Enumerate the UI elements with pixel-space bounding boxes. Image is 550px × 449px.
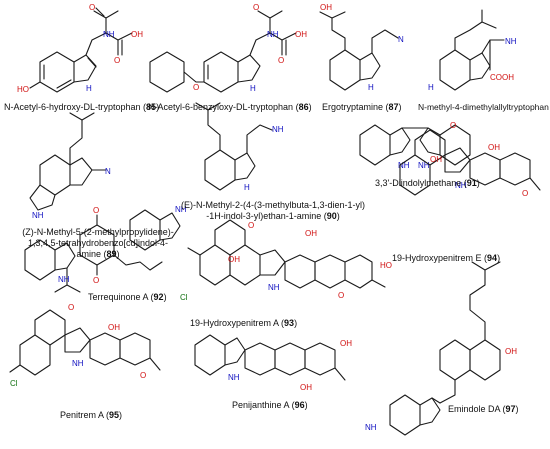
atom-o-85b: O — [114, 56, 120, 65]
structure-89: NH N — [29, 112, 111, 220]
atom-cl-93: Cl — [180, 293, 188, 302]
label-90: (E)-N-Methyl-2-(4-(3-methylbuta-1,3-dien… — [180, 200, 366, 221]
atom-oh-97: OH — [505, 347, 517, 356]
label-95: Penitrem A (95) — [60, 410, 123, 420]
atom-oh-86: OH — [295, 30, 307, 39]
atom-h-88: H — [428, 83, 434, 92]
atom-oh-96a: OH — [300, 383, 312, 392]
atom-nh-90: NH — [272, 125, 284, 134]
atom-nh-93: NH — [268, 283, 280, 292]
structure-93: Cl O OH OH O HO NH — [180, 219, 392, 302]
structure-85: O NH O OH HO H — [17, 3, 143, 94]
label-89: (Z)-N-Methyl-5-(2-methylpropylidene)- 1,… — [22, 227, 174, 259]
atom-nh-96: NH — [228, 373, 240, 382]
atom-o-86a: O — [253, 3, 259, 12]
atom-h-85: H — [86, 84, 92, 93]
atom-nh-86: NH — [267, 30, 279, 39]
structure-86: O NH O OH O H — [149, 3, 307, 93]
atom-o-86c: O — [193, 83, 199, 92]
atom-o-85a: O — [89, 3, 95, 12]
structure-96: NH OH OH — [194, 334, 352, 392]
structure-94: O OH OH O NH — [399, 121, 541, 198]
label-87: Ergotryptamine (87) — [322, 102, 402, 112]
atom-n-89: N — [105, 167, 111, 176]
label-86: N-Acetyl-6-benzyloxy-DL-tryptophan (86) — [148, 102, 312, 112]
label-91: 3,3'-Diindolylmethane (91) — [375, 178, 480, 188]
atom-oh-94a: OH — [430, 155, 442, 164]
label-88: N-methyl-4-dimethylallyltryptophan (88) — [418, 102, 549, 112]
structure-88: NH COOH H — [428, 9, 517, 92]
atom-cooh-88: COOH — [490, 73, 514, 82]
label-96: Penijanthine A (96) — [232, 400, 308, 410]
atom-nh-92b: NH — [58, 275, 70, 284]
atom-nh-91a: NH — [398, 161, 410, 170]
atom-oh-87: OH — [320, 3, 332, 12]
structure-92: O O NH NH — [24, 205, 187, 293]
atom-nh-89: NH — [32, 211, 44, 220]
atom-nh-85: NH — [103, 30, 115, 39]
atom-cl-95: Cl — [10, 379, 18, 388]
atom-oh-93c: HO — [380, 261, 392, 270]
atom-oh-93a: OH — [228, 255, 240, 264]
structure-95: Cl O OH O NH — [9, 303, 161, 388]
atom-nh-88: NH — [505, 37, 517, 46]
atom-nh-92a: NH — [175, 205, 187, 214]
atom-o-86b: O — [278, 56, 284, 65]
atom-oh-85: OH — [131, 30, 143, 39]
atom-o-92a: O — [93, 206, 99, 215]
atom-o-94b: O — [522, 189, 528, 198]
atom-o-95a: O — [68, 303, 74, 312]
atom-oh-96b: OH — [340, 339, 352, 348]
atom-o-95b: O — [140, 371, 146, 380]
atom-o-92b: O — [93, 276, 99, 285]
label-97: Emindole DA (97) — [448, 404, 519, 414]
atom-n-87: N — [398, 35, 404, 44]
atom-nh-94: NH — [455, 181, 467, 190]
atom-h-86: H — [250, 84, 256, 93]
atom-hn-97: NH — [365, 423, 377, 432]
label-85: N-Acetyl-6-hydroxy-DL-tryptophan (85) — [4, 102, 160, 112]
atom-ho-85: HO — [17, 85, 29, 94]
label-94: 19-Hydroxypenitrem E (94) — [392, 253, 501, 263]
label-93: 19-Hydroxypenitrem A (93) — [190, 318, 298, 328]
atom-h-87: H — [368, 83, 374, 92]
atom-oh-94b: OH — [488, 143, 500, 152]
atom-o-94a: O — [450, 121, 456, 130]
atom-o-93a: O — [248, 221, 254, 230]
structure-90: NH H — [195, 102, 284, 192]
structure-91: NH NH — [359, 124, 471, 170]
structure-97: OH NH — [365, 261, 517, 436]
structure-87: OH N H — [319, 3, 404, 92]
atom-nh-95: NH — [72, 359, 84, 368]
atom-oh-93b: OH — [305, 229, 317, 238]
atom-h-90: H — [244, 183, 250, 192]
atom-o-93b: O — [338, 291, 344, 300]
atom-oh-95a: OH — [108, 323, 120, 332]
atom-nh-91b: NH — [418, 161, 430, 170]
label-92: Terrequinone A (92) — [88, 292, 167, 302]
